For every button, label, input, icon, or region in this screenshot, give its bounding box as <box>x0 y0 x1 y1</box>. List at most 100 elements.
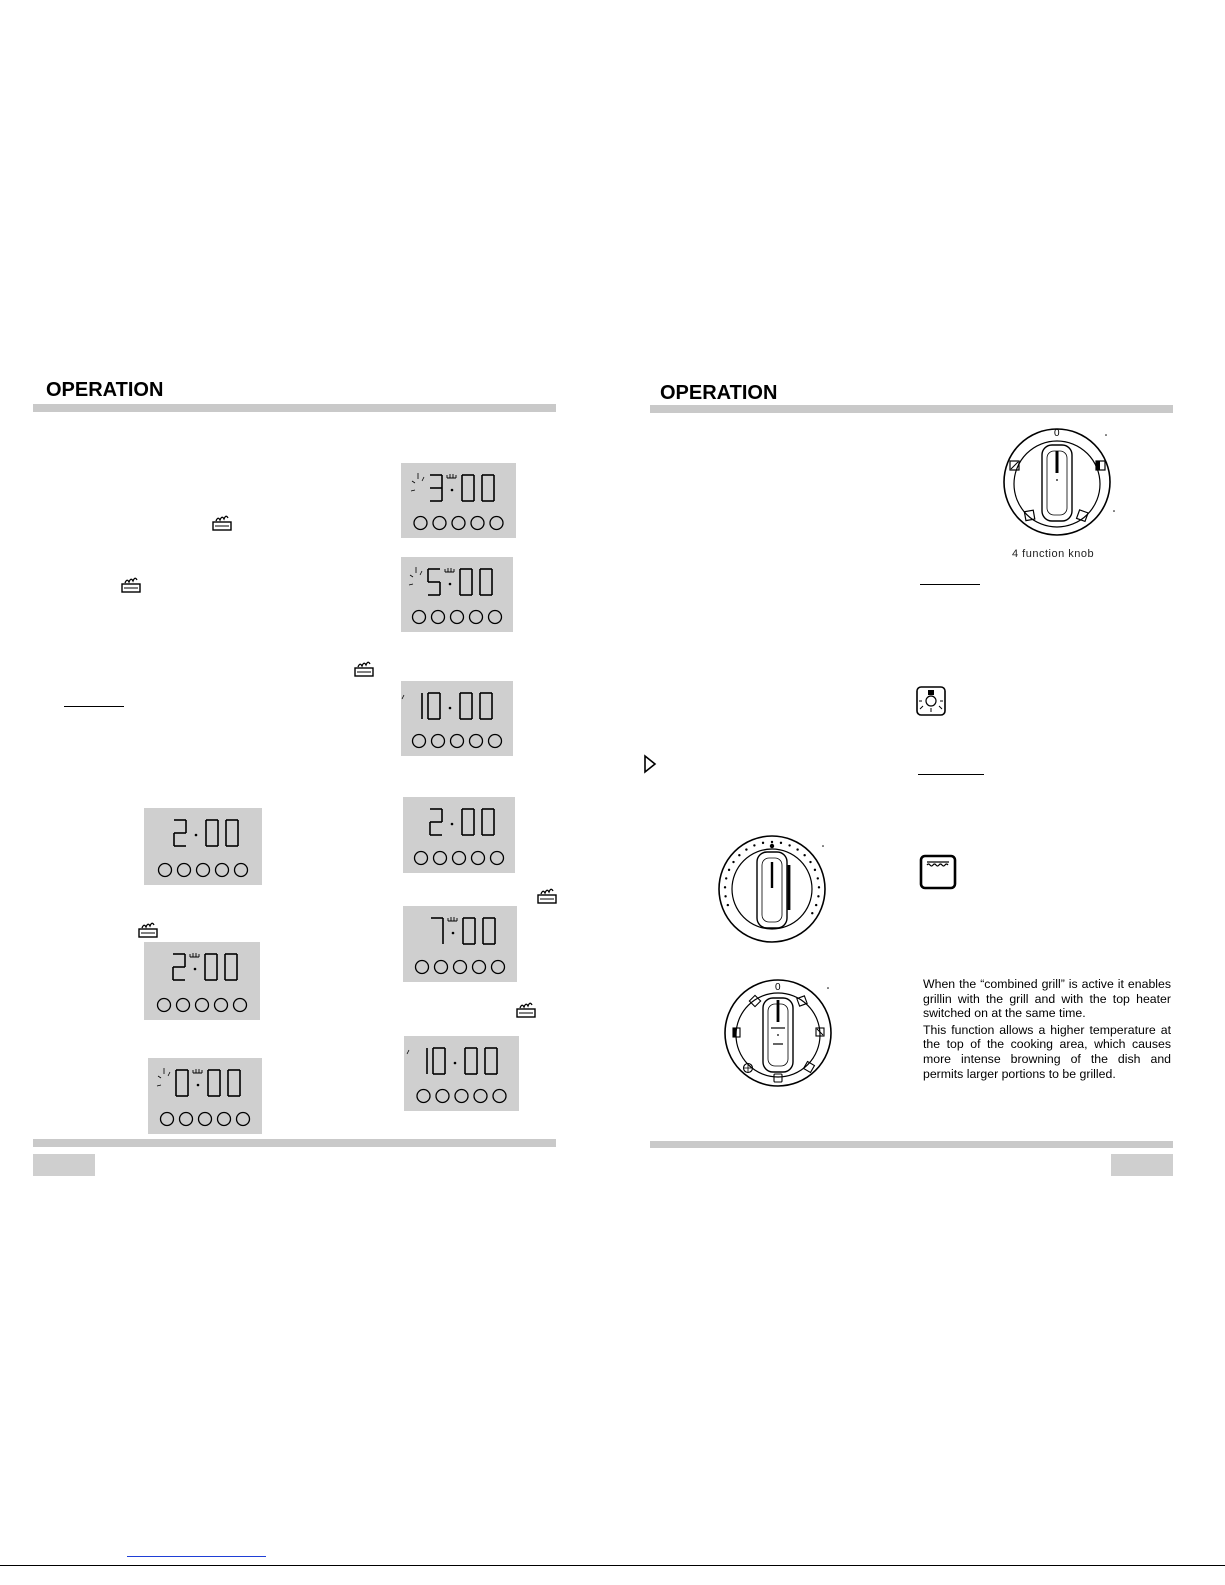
timer-button-circle <box>470 515 485 531</box>
pot-mini-icon <box>189 953 200 958</box>
timer-button-circle <box>176 862 192 878</box>
combined-grill-description: When the “combined grill” is active it e… <box>923 977 1171 1083</box>
timer-display <box>401 681 513 756</box>
timer-button-circle <box>470 850 486 866</box>
blink-mark <box>409 574 414 578</box>
scale-dot <box>745 848 748 851</box>
right-title-rule <box>650 405 1173 413</box>
pot-icon <box>212 515 232 536</box>
scale-dot <box>813 868 817 872</box>
timer-button-circle <box>232 997 248 1013</box>
timer-button-circle <box>156 997 172 1013</box>
scale-dot <box>816 877 819 880</box>
scale-dot <box>817 886 821 889</box>
colon-dot <box>450 822 454 826</box>
link-underline <box>127 1556 266 1557</box>
colon-dot <box>450 488 454 492</box>
timer-button-circle <box>468 733 484 749</box>
page-border <box>0 1565 1225 1566</box>
timer-display <box>401 557 513 632</box>
left-bottom-rule <box>33 1139 556 1147</box>
timer-button-circle <box>213 997 229 1013</box>
blink-mark <box>401 694 405 700</box>
scale-dot <box>727 868 731 872</box>
scale-dot <box>738 853 741 857</box>
top-heater-icon <box>919 854 957 890</box>
play-arrow-icon <box>643 754 657 774</box>
knob-caption: 4 function knob <box>1012 548 1095 560</box>
scale-dot <box>724 895 727 898</box>
pot-mini-icon <box>447 917 458 922</box>
scale-dot <box>770 840 774 844</box>
timer-display <box>401 463 516 538</box>
blink-mark <box>406 1049 410 1055</box>
colon-dot <box>451 931 455 935</box>
four-function-knob <box>998 425 1118 543</box>
scale-dot <box>796 848 799 851</box>
temperature-knob <box>713 832 831 944</box>
pot-icon <box>537 888 557 909</box>
knob-zero-label: 0 <box>775 982 781 993</box>
timer-button-circle <box>214 862 230 878</box>
timer-button-circle <box>430 733 446 749</box>
lcd-svg <box>414 917 506 975</box>
lcd-svg <box>157 819 249 878</box>
oven-lamp-icon <box>916 686 946 716</box>
blink-mark <box>156 1084 162 1087</box>
timer-button-circle <box>487 609 503 625</box>
timer-button-circle <box>216 1111 232 1127</box>
timer-button-circle <box>413 850 429 866</box>
left-page-title: OPERATION <box>46 379 164 401</box>
blink-mark <box>419 570 423 576</box>
knob-zero-label: 0 <box>1054 428 1060 439</box>
timer-button-circle <box>416 1088 431 1104</box>
timer-button-circle <box>435 1088 450 1104</box>
timer-button-circle <box>468 609 484 625</box>
timer-display <box>404 1036 519 1111</box>
timer-button-circle <box>195 862 211 878</box>
colon-dot <box>453 1061 457 1065</box>
underline <box>64 706 124 707</box>
blink-mark <box>411 480 416 484</box>
lcd-svg <box>406 1047 507 1104</box>
right-bottom-rule <box>650 1141 1173 1148</box>
timer-button-circle <box>449 733 465 749</box>
colon-dot <box>194 833 198 837</box>
colon-dot <box>196 1083 200 1087</box>
underline <box>920 584 980 585</box>
scale-dot <box>811 912 814 915</box>
timer-button-circle <box>175 997 191 1013</box>
timer-button-circle <box>449 609 465 625</box>
page-number-box <box>1111 1154 1173 1176</box>
timer-button-circle <box>433 959 449 975</box>
timer-button-circle <box>451 850 467 866</box>
timer-button-circle <box>487 733 503 749</box>
pot-mini-icon <box>444 568 455 573</box>
pot-icon <box>516 1002 536 1023</box>
timer-button-circle <box>471 959 487 975</box>
colon-dot <box>448 582 452 586</box>
timer-display <box>144 808 262 885</box>
page-number-box <box>33 1154 95 1176</box>
timer-button-circle <box>489 850 505 866</box>
timer-button-circle <box>432 515 447 531</box>
timer-button-circle <box>490 959 506 975</box>
pot-icon <box>354 661 374 682</box>
lcd-svg <box>410 473 504 531</box>
timer-button-circle <box>233 862 249 878</box>
paragraph: This function allows a higher temperatur… <box>923 1022 1171 1081</box>
blink-mark <box>167 1071 171 1077</box>
timer-button-circle <box>157 862 173 878</box>
lcd-svg <box>401 692 503 749</box>
blink-mark <box>157 1075 162 1079</box>
colon-dot <box>193 967 197 971</box>
scale-dot <box>725 877 728 880</box>
colon-dot <box>448 706 452 710</box>
timer-button-circle <box>454 1088 469 1104</box>
timer-button-circle <box>489 515 504 531</box>
timer-button-circle <box>432 850 448 866</box>
scale-dot <box>814 903 818 907</box>
timer-button-circle <box>452 959 468 975</box>
scale-dot <box>732 860 735 864</box>
scale-dot <box>803 853 806 857</box>
